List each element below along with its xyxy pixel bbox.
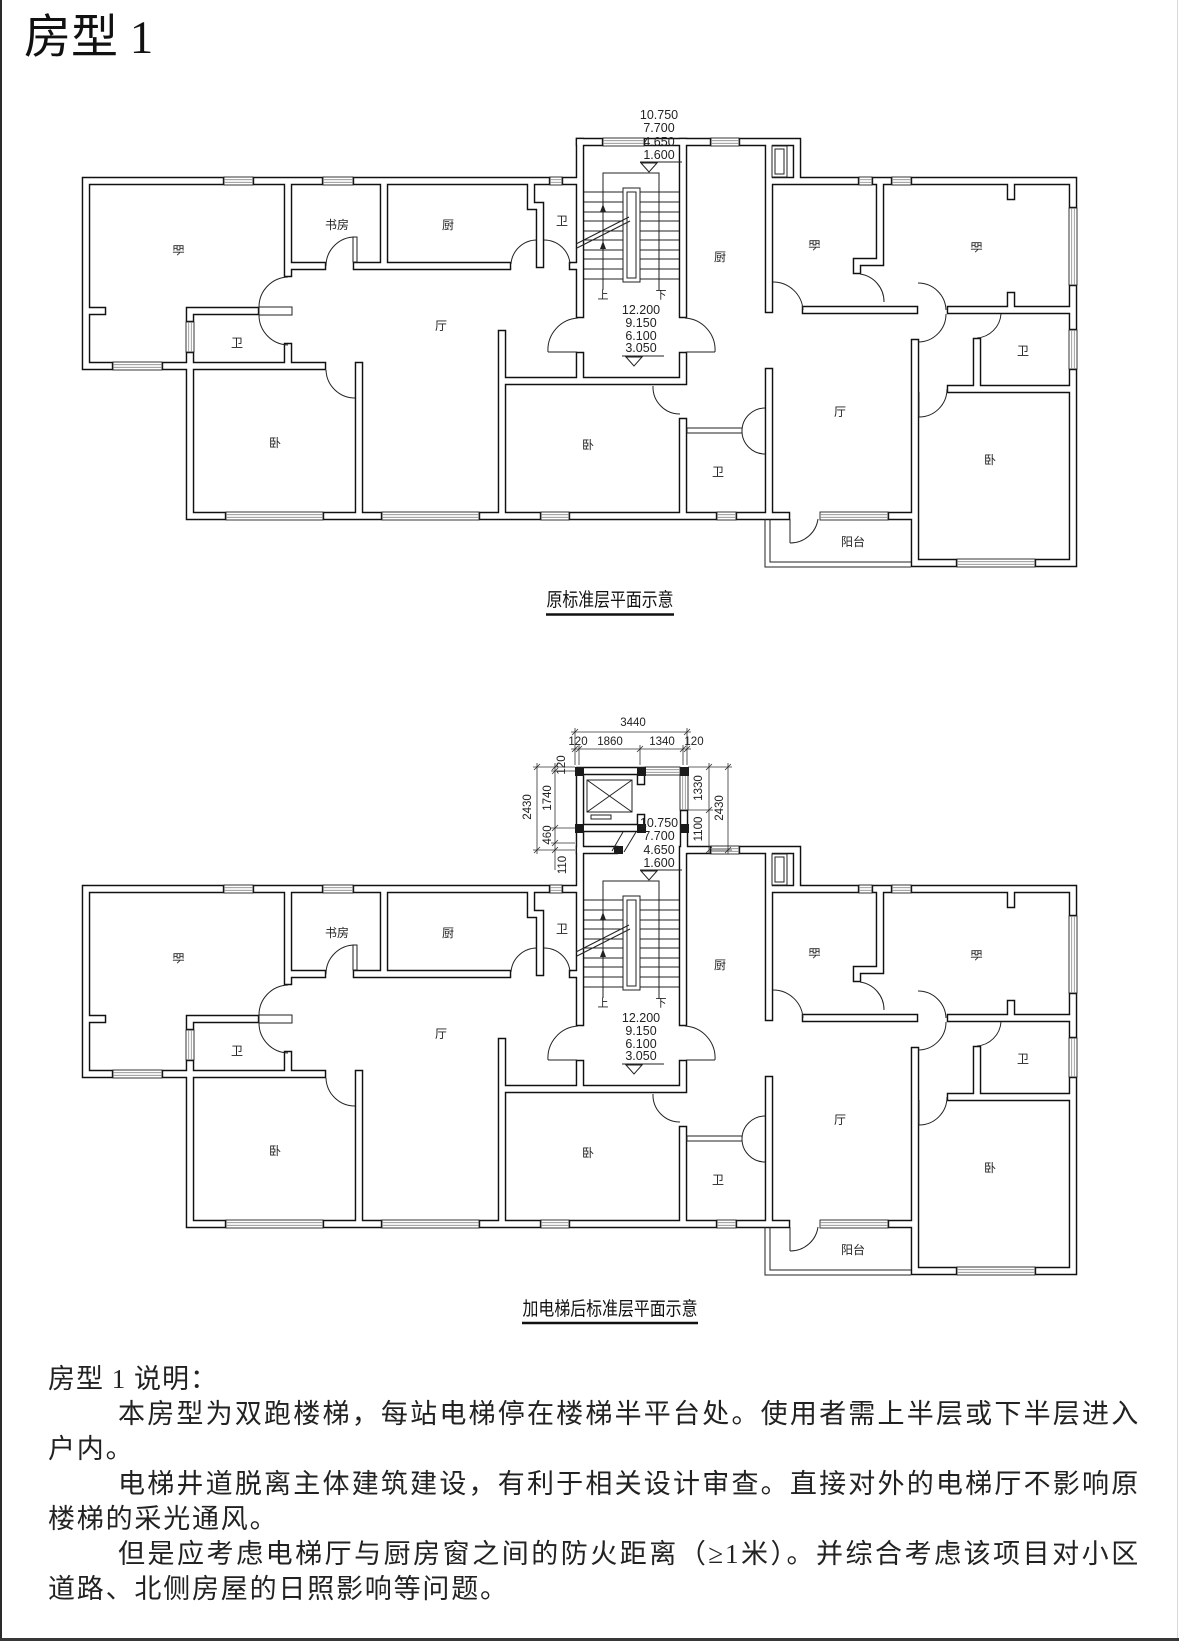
dim-top-total: 3440 bbox=[620, 717, 646, 729]
level-value: 10.750 bbox=[640, 108, 678, 122]
room-label-bathroom: 卫 bbox=[1017, 1052, 1029, 1066]
notes-section: 房型 1 说明： 本房型为双跑楼梯，每站电梯停在楼梯半平台处。使用者需上半层或下… bbox=[48, 1362, 1140, 1607]
page-border-bottom bbox=[0, 1638, 1179, 1641]
stair-up-label: 上 bbox=[598, 289, 609, 302]
room-label-kitchen: 厨 bbox=[714, 250, 726, 264]
level-value: 3.050 bbox=[625, 341, 656, 355]
room-labels: 卧 书房 厨 卫 厨 卧 卧 卫 厅 卫 卧 卧 厅 卫 卧 阳台 bbox=[171, 214, 1029, 549]
room-label-kitchen: 厨 bbox=[714, 958, 726, 972]
dim-left-segment: 1740 bbox=[542, 785, 554, 811]
stair-up-label: 上 bbox=[598, 997, 609, 1010]
connecting-ramp bbox=[611, 831, 637, 853]
level-value: 4.650 bbox=[643, 135, 674, 149]
dimension-lines: 3440 120 1860 1340 120 2430 120 1740 460… bbox=[522, 717, 732, 874]
room-label-bathroom: 卫 bbox=[712, 465, 724, 479]
dim-right-segment: 1100 bbox=[693, 817, 705, 842]
room-label-bedroom: 卧 bbox=[969, 949, 983, 961]
room-label-bedroom: 卧 bbox=[171, 244, 185, 256]
level-value: 9.150 bbox=[625, 316, 656, 330]
stair-down-label: 下 bbox=[656, 289, 667, 302]
room-label-balcony: 阳台 bbox=[841, 1242, 865, 1257]
notes-paragraph: 本房型为双跑楼梯，每站电梯停在楼梯半平台处。使用者需上半层或下半层进入户内。 bbox=[48, 1399, 1140, 1464]
plan-with-elevator: 3440 120 1860 1340 120 2430 120 1740 460… bbox=[86, 717, 1078, 1325]
page-border-left bbox=[0, 0, 2, 1641]
elevator-addition: 3440 120 1860 1340 120 2430 120 1740 460… bbox=[522, 717, 732, 874]
plan-details-windows-doors-stair bbox=[112, 137, 1078, 568]
stair-down-label: 下 bbox=[656, 997, 667, 1010]
dim-top-segment: 1340 bbox=[649, 736, 675, 748]
level-value: 9.150 bbox=[625, 1024, 656, 1038]
dim-left-segment: 110 bbox=[557, 856, 569, 874]
level-value: 6.100 bbox=[625, 329, 656, 343]
room-label-bedroom: 卧 bbox=[969, 241, 983, 253]
room-label-bedroom: 卧 bbox=[984, 1161, 996, 1175]
room-label-bathroom: 卫 bbox=[1017, 344, 1029, 358]
room-label-bedroom: 卧 bbox=[269, 436, 281, 450]
level-value: 1.600 bbox=[643, 148, 674, 162]
level-value: 7.700 bbox=[643, 121, 674, 135]
notes-heading: 房型 1 说明： bbox=[48, 1364, 218, 1394]
dim-top-segment: 120 bbox=[684, 736, 703, 748]
level-value: 6.100 bbox=[625, 1037, 656, 1051]
room-label-living-room: 厅 bbox=[435, 1027, 447, 1041]
level-value: 1.600 bbox=[643, 856, 674, 870]
level-marks-top: 10.750 7.700 4.650 1.600 bbox=[640, 108, 678, 162]
plan-details-windows-doors-stair bbox=[112, 845, 1078, 1276]
room-label-balcony: 阳台 bbox=[841, 534, 865, 549]
plan-caption: 原标准层平面示意 bbox=[547, 589, 674, 611]
dim-left-segment: 460 bbox=[542, 825, 554, 844]
level-marks-bottom: 12.200 9.150 6.100 3.050 bbox=[622, 303, 660, 355]
room-label-living-room: 厅 bbox=[435, 319, 447, 333]
level-value: 7.700 bbox=[643, 829, 674, 843]
page-title: 房型 1 bbox=[24, 12, 154, 64]
structural-columns bbox=[575, 767, 689, 854]
plan-caption: 加电梯后标准层平面示意 bbox=[523, 1298, 698, 1320]
room-label-bathroom: 卫 bbox=[231, 336, 243, 350]
notes-paragraph: 但是应考虑电梯厅与厨房窗之间的防火距离（≥1米）。并综合考虑该项目对小区道路、北… bbox=[48, 1539, 1140, 1604]
level-value: 12.200 bbox=[622, 303, 660, 317]
dim-top-segment: 120 bbox=[568, 736, 587, 748]
room-label-bedroom: 卧 bbox=[807, 947, 821, 959]
room-label-bathroom: 卫 bbox=[712, 1173, 724, 1187]
dim-right-total: 2430 bbox=[714, 795, 726, 821]
plan-original: 卧 书房 厨 卫 厨 卧 卧 卫 厅 卫 卧 卧 厅 卫 卧 阳台 上 下 10… bbox=[86, 108, 1078, 616]
dim-left-total: 2430 bbox=[522, 794, 534, 820]
stair-window bbox=[602, 137, 645, 147]
room-label-bedroom: 卧 bbox=[171, 952, 185, 964]
room-labels: 卧 书房 厨 卫 厨 卧 卧 卫 厅 卫 卧 卧 厅 卫 卧 阳台 bbox=[171, 922, 1029, 1257]
room-label-bathroom: 卫 bbox=[556, 922, 568, 936]
level-marks-top: 10.750 7.700 4.650 1.600 bbox=[640, 816, 678, 870]
level-value: 12.200 bbox=[622, 1011, 660, 1025]
elevator-car-icon bbox=[586, 779, 633, 820]
room-label-bedroom: 卧 bbox=[582, 1146, 594, 1160]
notes-paragraph: 电梯井道脱离主体建筑建设，有利于相关设计审查。直接对外的电梯厅不影响原楼梯的采光… bbox=[48, 1469, 1140, 1534]
room-label-bathroom: 卫 bbox=[556, 214, 568, 228]
room-label-kitchen: 厨 bbox=[442, 218, 454, 232]
dim-right-segment: 1330 bbox=[693, 775, 705, 801]
room-label-bedroom: 卧 bbox=[807, 239, 821, 251]
level-value: 10.750 bbox=[640, 816, 678, 830]
room-label-kitchen: 厨 bbox=[442, 926, 454, 940]
level-value: 3.050 bbox=[625, 1049, 656, 1063]
room-label-study: 书房 bbox=[325, 925, 349, 940]
room-label-living-room: 厅 bbox=[834, 405, 846, 419]
room-label-bedroom: 卧 bbox=[582, 438, 594, 452]
level-value: 4.650 bbox=[643, 843, 674, 857]
room-label-bedroom: 卧 bbox=[984, 453, 996, 467]
room-label-bedroom: 卧 bbox=[269, 1144, 281, 1158]
room-label-study: 书房 bbox=[325, 217, 349, 232]
dim-top-segment: 1860 bbox=[597, 736, 623, 748]
level-marks-bottom: 12.200 9.150 6.100 3.050 bbox=[622, 1011, 660, 1063]
room-label-bathroom: 卫 bbox=[231, 1044, 243, 1058]
page-border-right bbox=[1177, 0, 1178, 1641]
room-label-living-room: 厅 bbox=[834, 1113, 846, 1127]
dim-left-segment: 120 bbox=[556, 755, 568, 774]
